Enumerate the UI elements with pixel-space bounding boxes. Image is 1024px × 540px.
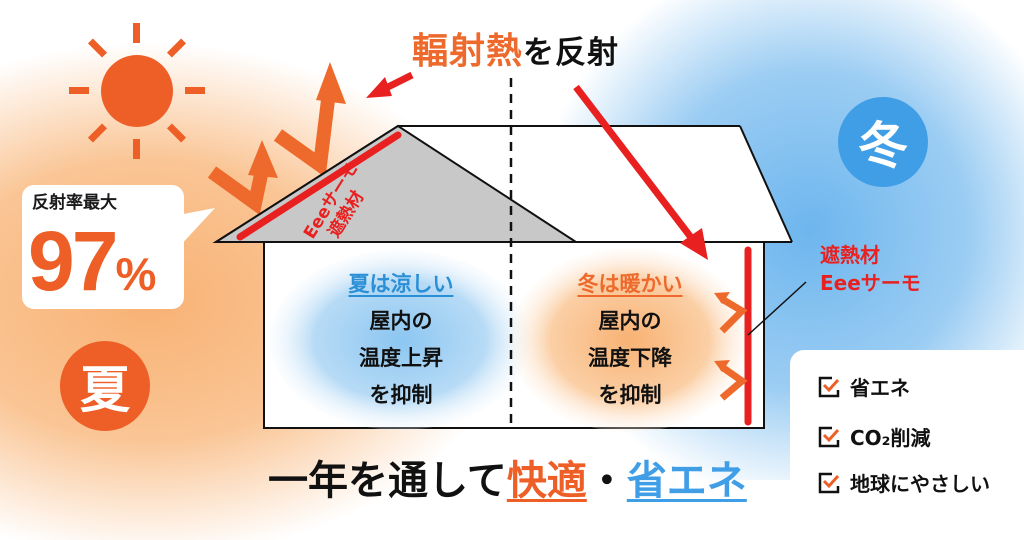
winter-badge: 冬 [838,97,928,187]
winter-panel: 冬は暖かい 屋内の 温度下降 を抑制 [560,266,700,414]
radiant-heat-arrow-incoming [366,71,414,98]
checkbox-checked-icon [818,376,840,397]
roof-insulation-line [236,131,402,241]
benefit-item: 省エネ [818,372,910,401]
main-heading: 輻射熱を反射 [412,31,620,72]
reflectivity-bubble [22,185,184,309]
slogan: 一年を通して快適・省エネ [268,458,747,504]
winter-panel-heading: 冬は暖かい [577,272,683,296]
wall-insulation-label: 遮熱材 Eeeサーモ [820,243,921,295]
benefit-item: CO₂削減 [818,422,930,451]
bubble-tail [178,208,215,248]
reflectivity-label: 反射率最大 [32,193,117,213]
summer-panel-heading: 夏は涼しい [348,272,454,296]
sun-icon [69,23,205,159]
warm-interior-glow [510,248,750,432]
reflected-heat-arrows [207,99,335,215]
checkbox-checked-icon [818,426,840,447]
house-diagram [69,23,807,432]
summer-panel: 夏は涼しい 屋内の 温度上昇 を抑制 [326,266,476,414]
benefit-item: 地球にやさしい [818,468,990,497]
summer-badge: 夏 [60,341,150,431]
reflectivity-value: 97% [28,214,157,308]
checkbox-checked-icon [818,472,840,493]
heat-retained-arrows [719,295,748,401]
benefits-checklist: 省エネ CO₂削減 地球にやさしい [790,350,1024,519]
cool-interior-glow [270,250,530,430]
radiant-heat-arrow-winter [573,84,708,260]
